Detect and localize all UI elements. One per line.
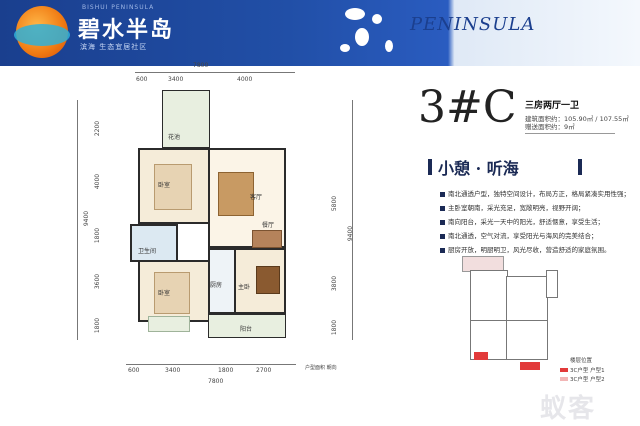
dim-right-c: 1800 — [331, 319, 339, 336]
key-plan — [462, 256, 558, 370]
dim-top-c: 4000 — [237, 76, 253, 83]
room-label-bathroom: 卫生间 — [138, 248, 157, 255]
bed-icon — [154, 164, 192, 210]
decor-splash — [372, 14, 382, 24]
dim-bottom-b: 3400 — [165, 367, 181, 374]
decor-splash — [345, 8, 365, 20]
subtitle-bracket-right — [578, 159, 582, 175]
room-label-kitchen: 厨房 — [210, 282, 223, 289]
decor-splash — [355, 28, 369, 46]
unit-type: 三房两厅一卫 — [525, 101, 580, 111]
unit-area: 建筑面积约：105.90㎡ / 107.55㎡ — [525, 115, 629, 123]
key-plan-block — [546, 270, 558, 298]
decor-splash — [340, 44, 350, 52]
key-plan-block — [470, 270, 508, 322]
room-label-balcony: 阳台 — [240, 326, 253, 333]
dim-left-d: 3600 — [94, 273, 102, 290]
dim-line-top — [135, 72, 295, 73]
bed-icon — [256, 266, 280, 294]
peninsula-wordmark: PENINSULA — [410, 14, 536, 35]
subtitle-bracket-left — [428, 159, 432, 175]
brand-subtitle: 滨海 生态宜居社区 — [80, 43, 148, 51]
bed-icon — [154, 272, 190, 314]
room-label-bedroom-1: 卧室 — [158, 182, 171, 189]
dim-left-total: 9400 — [83, 210, 91, 227]
unit-gift-area: 赠送面积约：9㎡ — [525, 123, 575, 131]
feature-item: 南向阳台，采光一天中的阳光，舒适惬意，享受生活； — [440, 216, 630, 226]
watermark: 蚁客 — [540, 394, 597, 424]
feature-item: 南北通透户型，独特空间设计，布局方正，格局紧凑实用性强； — [440, 188, 630, 198]
key-plan-block — [506, 320, 548, 360]
dim-left-c: 1800 — [94, 227, 102, 244]
brand-tiny-text: BISHUI PENINSULA — [82, 4, 155, 11]
dim-top-b: 3400 — [168, 76, 184, 83]
dim-right-total: 9400 — [347, 225, 355, 242]
decor-splash — [385, 40, 393, 52]
dim-left-a: 2200 — [94, 120, 102, 137]
unit-code: 3#C — [418, 82, 517, 133]
dining-table-icon — [252, 230, 282, 248]
legend-swatch — [560, 368, 568, 372]
floor-plan: 花池 卧室 客厅 餐厅 卫生间 卧室 厨房 主卧 阳台 — [128, 90, 296, 338]
dim-bottom-c: 1800 — [218, 367, 234, 374]
room-label-dining: 餐厅 — [262, 222, 275, 229]
dim-top-total: 7800 — [193, 62, 209, 69]
unit-slogan: 小憩 · 听海 — [438, 159, 519, 178]
header-banner — [0, 0, 640, 66]
legend-item: 3C户型 户型1 — [570, 368, 605, 374]
key-plan-highlight — [474, 352, 488, 360]
dim-left-e: 1800 — [94, 317, 102, 334]
room-balcony — [208, 314, 286, 338]
dim-bottom-d: 2700 — [256, 367, 272, 374]
dim-bottom-total: 7800 — [208, 378, 224, 385]
dim-top-a: 600 — [136, 76, 148, 83]
feature-item: 南北通透，空气对流，享受阳光与海风的完美结合； — [440, 230, 630, 240]
brand-name: 碧水半岛 — [78, 17, 175, 43]
dim-line-left — [77, 100, 78, 340]
dim-right-b: 3800 — [331, 275, 339, 292]
dim-left-b: 4000 — [94, 173, 102, 190]
room-flower-bed — [162, 90, 210, 148]
key-plan-block — [506, 276, 548, 322]
brand-logo-wave — [14, 24, 70, 46]
legend-title: 楼层位置 — [570, 358, 593, 364]
feature-item: 主卧室朝南，采光充足，宽敞明亮，视野开阔； — [440, 202, 630, 212]
dim-bottom-a: 600 — [128, 367, 140, 374]
divider — [525, 133, 615, 134]
feature-item: 厨房开放，明厨明卫，风光尽收，营造舒适的家庭氛围。 — [440, 244, 630, 254]
room-bathroom — [130, 224, 178, 262]
room-label-living: 客厅 — [250, 194, 263, 201]
dim-right-a: 5800 — [331, 195, 339, 212]
room-label-bedroom-2: 卧室 — [158, 290, 171, 297]
room-label-flower-bed: 花池 — [168, 134, 181, 141]
dim-line-right — [352, 100, 353, 340]
bay-window — [148, 316, 190, 332]
legend-item: 3C户型 户型2 — [570, 377, 605, 383]
dim-line-bottom — [126, 364, 296, 365]
north-label: 户型面积 朝向 — [305, 365, 337, 371]
key-plan-highlight — [520, 362, 540, 370]
legend-swatch — [560, 377, 568, 381]
sofa-icon — [218, 172, 254, 216]
room-label-master: 主卧 — [238, 284, 251, 291]
